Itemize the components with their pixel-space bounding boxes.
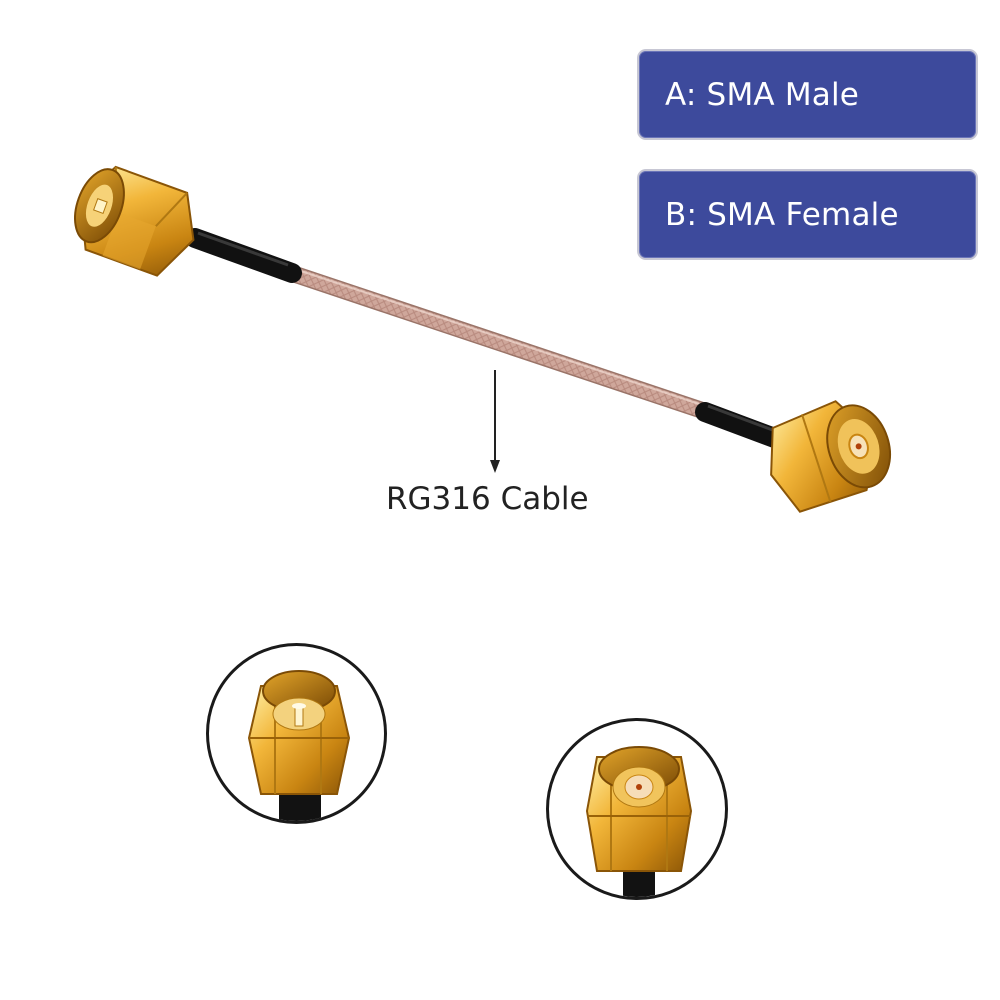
sma-male-connector <box>74 165 195 277</box>
connector-a-label: A: SMA Male <box>637 49 978 140</box>
sma-male-closeup <box>206 643 387 824</box>
sma-female-closeup <box>546 718 728 900</box>
right-heatshrink <box>695 402 790 450</box>
cable-caption: RG316 Cable <box>386 481 589 517</box>
connector-b-label: B: SMA Female <box>637 169 978 260</box>
rg316-cable <box>285 263 713 422</box>
left-heatshrink <box>185 228 302 283</box>
sma-female-connector <box>770 400 891 513</box>
sma-female-closeup-image <box>585 746 693 897</box>
cable-pointer-arrow <box>490 370 500 473</box>
connector-b-label-text: B: SMA Female <box>665 196 899 233</box>
sma-male-closeup-image <box>247 670 351 821</box>
connector-a-label-text: A: SMA Male <box>665 76 860 113</box>
